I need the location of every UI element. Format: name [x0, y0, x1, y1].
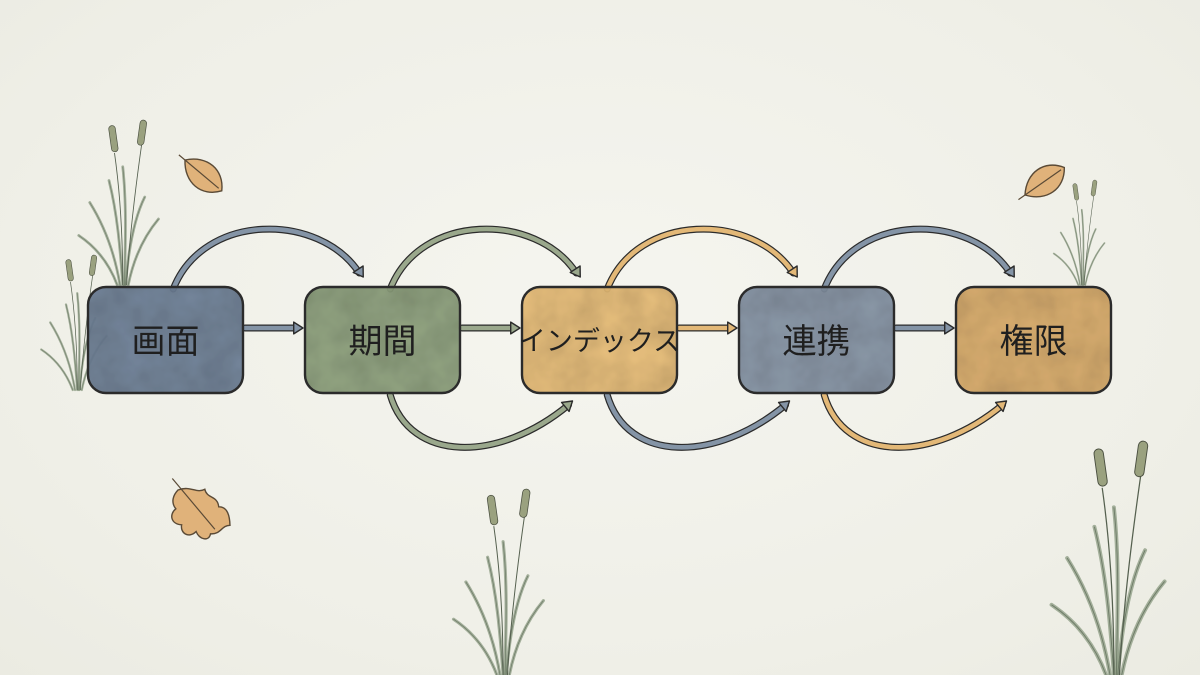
over-arrow-3	[603, 225, 798, 293]
straight-arrow-2	[458, 321, 521, 335]
node-renkei: 連携	[737, 285, 896, 395]
over-arrow-2	[386, 225, 581, 293]
arrows	[169, 225, 1015, 451]
reed-cluster-2	[40, 254, 108, 392]
straight-arrow-4	[892, 321, 955, 335]
over-arrow-4	[820, 225, 1015, 293]
leaf-icon-2	[1018, 164, 1066, 201]
decorations	[40, 119, 1167, 675]
node-kengen: 権限	[954, 285, 1113, 395]
node-gamen: 画面	[86, 285, 245, 395]
nodes: 画面 期間 インデックス 連携 権限	[86, 285, 1113, 395]
straight-arrow-3	[675, 321, 738, 335]
node-label-kikan: 期間	[349, 322, 417, 362]
oak-leaf-icon	[171, 478, 231, 540]
under-arrow-1	[386, 391, 574, 451]
node-kikan: 期間	[303, 285, 462, 395]
node-label-gamen: 画面	[132, 322, 200, 362]
node-index: インデックス	[519, 285, 680, 395]
under-arrow-2	[603, 391, 791, 451]
reed-cluster-4	[1049, 440, 1167, 675]
node-label-renkei: 連携	[783, 322, 851, 362]
reed-cluster-3	[451, 488, 545, 675]
leaf-icon-1	[178, 154, 223, 193]
reed-cluster-5	[1052, 179, 1106, 286]
node-label-index: インデックス	[519, 327, 680, 358]
straight-arrow-1	[241, 321, 304, 335]
reed-cluster-1	[77, 119, 160, 287]
node-label-kengen: 権限	[1000, 322, 1068, 362]
over-arrow-1	[169, 225, 364, 293]
under-arrow-3	[820, 391, 1008, 451]
